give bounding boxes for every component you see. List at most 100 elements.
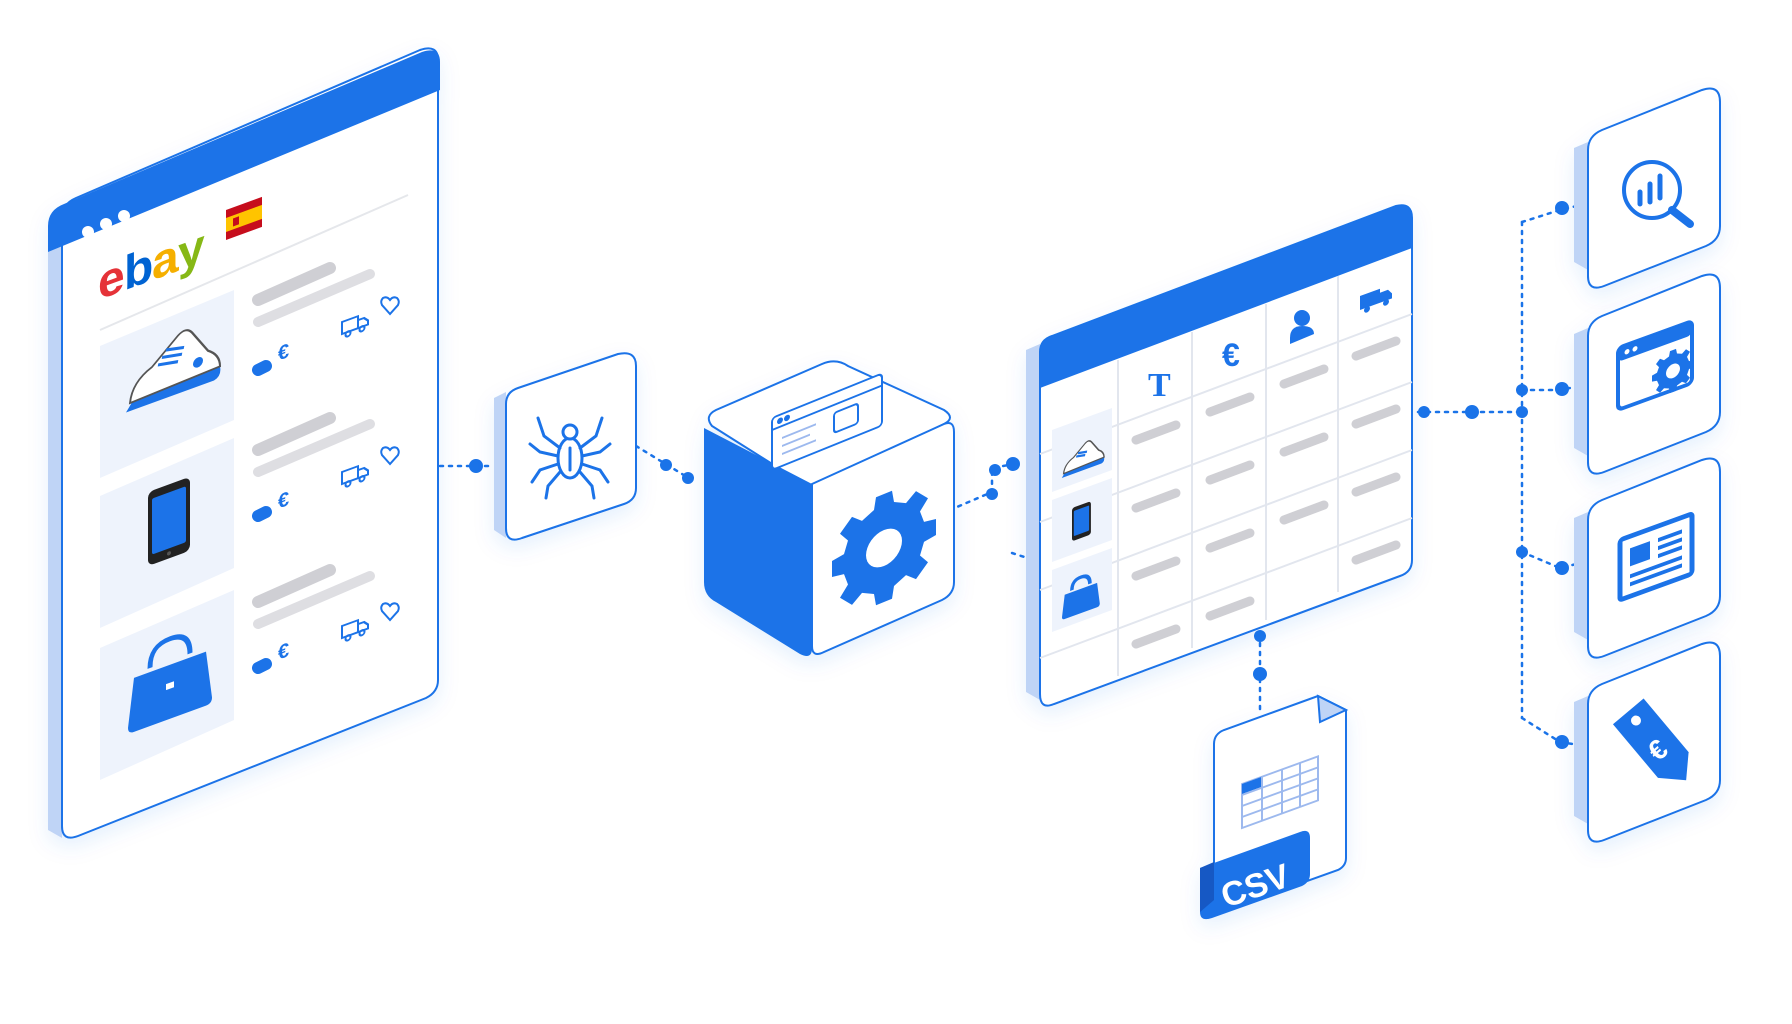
csv-file-icon[interactable]: CSV bbox=[1200, 694, 1349, 920]
data-table: T € bbox=[1026, 204, 1413, 707]
truck-wheel bbox=[358, 324, 366, 333]
ebay-logo: e b a y bbox=[98, 217, 205, 310]
window-dot-icon bbox=[82, 226, 94, 238]
spider-icon[interactable] bbox=[528, 416, 612, 500]
price-tag-icon: € bbox=[1612, 698, 1689, 781]
connector-dot bbox=[660, 459, 672, 471]
ebay-letter-e: e bbox=[98, 247, 125, 311]
cube-left-face bbox=[704, 428, 812, 656]
product-title-placeholder bbox=[252, 262, 336, 306]
article-lines bbox=[1630, 529, 1682, 587]
connector-dot bbox=[1555, 382, 1569, 396]
user-body bbox=[1290, 326, 1314, 344]
magnifier-handle bbox=[1668, 206, 1694, 228]
connector-dot bbox=[682, 472, 694, 484]
cell-placeholder bbox=[1131, 488, 1181, 513]
handbag-icon bbox=[1062, 574, 1100, 620]
cell-placeholder bbox=[1131, 556, 1181, 581]
ebay-letter-a: a bbox=[152, 227, 179, 291]
truck-wheel bbox=[344, 330, 352, 338]
smartphone-icon bbox=[1072, 501, 1091, 541]
product-price-symbol: € bbox=[278, 339, 290, 366]
sneaker-laces bbox=[1075, 450, 1088, 458]
sneaker-logo bbox=[193, 357, 203, 368]
browser-dot bbox=[784, 414, 790, 422]
cell-placeholder bbox=[1205, 460, 1255, 485]
truck-wheel bbox=[358, 628, 366, 637]
truck-wheel bbox=[358, 474, 366, 483]
output-tile[interactable] bbox=[1574, 457, 1721, 659]
page-divider bbox=[99, 194, 409, 331]
csv-banner bbox=[1200, 830, 1310, 920]
table-cells bbox=[1131, 336, 1401, 649]
heart-icon[interactable] bbox=[380, 296, 400, 316]
spider-head bbox=[561, 423, 579, 441]
truck-wheel bbox=[344, 480, 352, 488]
connector-dot bbox=[986, 488, 998, 500]
product-title-placeholder bbox=[253, 269, 375, 327]
cell-placeholder bbox=[1279, 364, 1329, 389]
connector-dot bbox=[1253, 667, 1267, 681]
handbag-handle bbox=[1070, 574, 1092, 591]
product-price-tag bbox=[252, 506, 272, 522]
ebay-letter-y: y bbox=[178, 217, 205, 281]
spider-legs bbox=[528, 416, 612, 500]
tile-side bbox=[1574, 328, 1588, 456]
cell-placeholder bbox=[1205, 596, 1255, 621]
product-price-tag bbox=[252, 658, 272, 674]
connector-dot bbox=[1555, 735, 1569, 749]
analytics-search-icon bbox=[1622, 160, 1694, 228]
connector-dot bbox=[1516, 406, 1528, 418]
browser-lines bbox=[782, 423, 816, 455]
block-side bbox=[494, 392, 506, 538]
user-icon bbox=[1290, 310, 1314, 344]
handbag-handle bbox=[147, 634, 193, 669]
product-title-placeholder bbox=[253, 419, 375, 477]
table-side bbox=[1026, 344, 1040, 700]
truck-wheel bbox=[344, 634, 352, 642]
cell-placeholder bbox=[1205, 528, 1255, 553]
sneaker-sole bbox=[126, 366, 221, 413]
sneaker-icon bbox=[126, 329, 222, 413]
truck-body bbox=[1360, 288, 1380, 310]
product-title-placeholder bbox=[253, 571, 375, 629]
output-tiles: € bbox=[1574, 87, 1721, 843]
file-table-header bbox=[1242, 776, 1262, 794]
euro-icon: € bbox=[1222, 337, 1240, 373]
gear-icon[interactable] bbox=[832, 473, 936, 623]
user-head bbox=[1294, 310, 1310, 326]
connector-dot bbox=[469, 459, 483, 473]
connector-dot bbox=[1555, 201, 1569, 215]
connector-dot bbox=[1555, 561, 1569, 575]
browser-dot bbox=[1624, 349, 1630, 355]
connector-dot bbox=[1006, 457, 1020, 471]
output-tile[interactable] bbox=[1574, 87, 1721, 289]
connector-crawler-to-processor bbox=[634, 444, 694, 482]
product-card: € bbox=[100, 564, 400, 780]
window-dot-icon bbox=[118, 210, 130, 222]
browser-dot bbox=[1632, 346, 1638, 352]
product-title-placeholder bbox=[252, 564, 336, 608]
output-tile[interactable] bbox=[1574, 273, 1721, 475]
output-tile[interactable]: € bbox=[1574, 641, 1721, 843]
truck-icon bbox=[1360, 288, 1392, 313]
connector-dots bbox=[469, 201, 1569, 749]
spain-flag-icon bbox=[226, 196, 262, 240]
browser-settings-icon bbox=[1616, 320, 1694, 411]
sneaker-upper bbox=[128, 329, 222, 405]
truck-icon bbox=[341, 618, 369, 642]
handbag-body bbox=[1062, 582, 1100, 620]
heart-icon[interactable] bbox=[380, 602, 400, 622]
connector-dot bbox=[1254, 630, 1266, 642]
processor-cube bbox=[704, 360, 955, 656]
truck-cab bbox=[1380, 289, 1392, 303]
heart-icon[interactable] bbox=[380, 446, 400, 466]
chart-bars bbox=[1637, 173, 1663, 207]
gear-hole bbox=[866, 528, 902, 568]
cell-placeholder bbox=[1351, 472, 1401, 497]
text-icon: T bbox=[1148, 367, 1171, 404]
truck-icon bbox=[341, 464, 369, 488]
browser-widget bbox=[833, 403, 859, 434]
phone-screen bbox=[1073, 505, 1090, 536]
